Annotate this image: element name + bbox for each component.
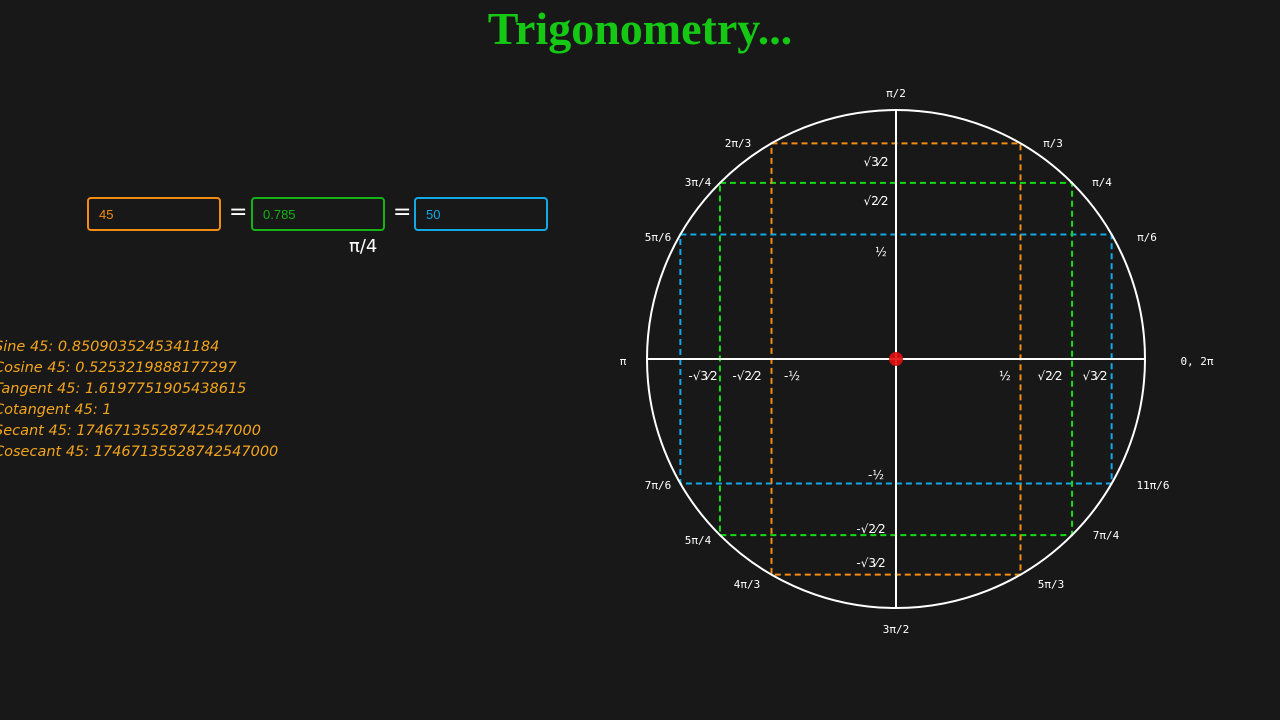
- angle-label-225: 5π/4: [685, 534, 712, 547]
- value-label-x-root3-half: √3⁄2: [1083, 369, 1108, 383]
- gradians-input[interactable]: [414, 197, 548, 231]
- angle-label-315: 7π/4: [1093, 529, 1120, 542]
- value-label-y-neg-root2-half: -√2⁄2: [856, 522, 885, 536]
- angle-label-330: 11π/6: [1136, 479, 1169, 492]
- angle-label-0: 0, 2π: [1180, 355, 1213, 368]
- angle-label-150: 5π/6: [645, 231, 672, 244]
- value-label-x-half: ½: [999, 369, 1011, 383]
- page-title: Trigonometry...: [487, 3, 793, 54]
- result-cosecant: Cosecant 45: 17467135528742547000: [0, 444, 279, 460]
- angle-label-60: π/3: [1043, 137, 1063, 150]
- result-cotangent: Cotangent 45: 1: [0, 402, 112, 418]
- degrees-input[interactable]: [87, 197, 221, 231]
- value-label-y-root2-half: √2⁄2: [864, 194, 889, 208]
- equals-sign: =: [229, 200, 248, 225]
- angle-label-210: 7π/6: [645, 479, 672, 492]
- result-tangent: Tangent 45: 1.6197751905438615: [0, 381, 247, 397]
- angle-label-300: 5π/3: [1038, 578, 1065, 591]
- results-list: Sine 45: 0.8509035245341184 Cosine 45: 0…: [0, 337, 278, 463]
- value-label-x-neg-half: -½: [784, 369, 800, 383]
- result-sine: Sine 45: 0.8509035245341184: [0, 339, 220, 355]
- value-label-x-neg-root2-half: -√2⁄2: [732, 369, 761, 383]
- value-label-y-half: ½: [875, 245, 887, 259]
- equals-sign: =: [393, 200, 412, 225]
- value-label-x-root2-half: √2⁄2: [1038, 369, 1063, 383]
- angle-label-45: π/4: [1092, 176, 1112, 189]
- angle-label-180: π: [620, 355, 627, 368]
- result-cosine: Cosine 45: 0.5253219888177297: [0, 360, 237, 376]
- angle-label-90: π/2: [886, 87, 906, 100]
- value-label-y-neg-root3-half: -√3⁄2: [856, 556, 885, 570]
- value-label-y-root3-half: √3⁄2: [864, 155, 889, 169]
- value-label-y-neg-half: -½: [868, 468, 884, 482]
- angle-label-120: 2π/3: [725, 137, 752, 150]
- angle-label-270: 3π/2: [883, 623, 910, 636]
- angle-label-30: π/6: [1137, 231, 1157, 244]
- value-label-x-neg-root3-half: -√3⁄2: [688, 369, 717, 383]
- result-secant: Secant 45: 17467135528742547000: [0, 423, 261, 439]
- angle-label-135: 3π/4: [685, 176, 712, 189]
- angle-label-240: 4π/3: [734, 578, 761, 591]
- radians-fraction-label: π/4: [349, 236, 378, 257]
- angle-point-marker: [889, 352, 903, 366]
- radians-input[interactable]: [251, 197, 385, 231]
